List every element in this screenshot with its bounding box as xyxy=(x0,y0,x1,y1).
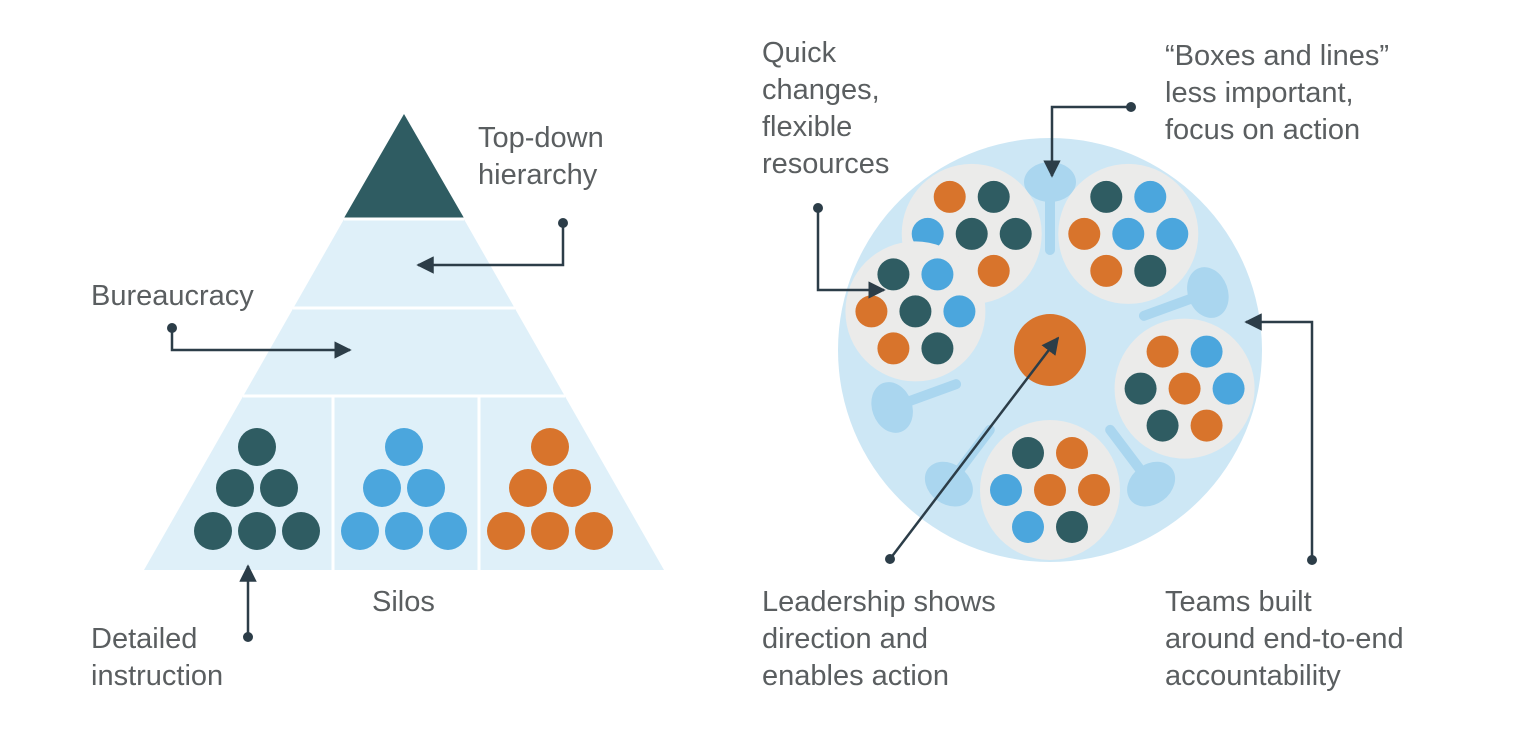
team-pods xyxy=(845,163,1255,560)
network-link xyxy=(1138,267,1229,321)
team-member-dot xyxy=(531,428,569,466)
team-member-dot xyxy=(385,512,423,550)
team-member-dot xyxy=(429,512,467,550)
team-member-dot xyxy=(487,512,525,550)
team-member-dot xyxy=(1034,474,1066,506)
boxes-lines-arrow xyxy=(1043,102,1136,178)
detailed-instruction-arrow xyxy=(239,564,257,642)
silo-team-1 xyxy=(194,428,320,550)
team-member-dot xyxy=(216,469,254,507)
pyramid-apex xyxy=(344,114,464,218)
team-member-dot xyxy=(877,332,910,365)
team-member-dot xyxy=(977,180,1010,213)
team-member-dot xyxy=(238,428,276,466)
label-bureaucracy: Bureaucracy xyxy=(91,280,254,312)
team-member-dot xyxy=(921,332,954,365)
label-teams-built: Teams built around end-to-end accountabi… xyxy=(1165,586,1404,692)
leadership-arrow xyxy=(885,336,1060,564)
team-member-dot xyxy=(977,254,1010,287)
team-member-dot xyxy=(990,474,1022,506)
team-member-dot xyxy=(1124,372,1157,405)
team-pod-4 xyxy=(1114,318,1255,459)
team-member-dot xyxy=(553,469,591,507)
team-member-dot xyxy=(855,295,888,328)
silo-teams xyxy=(194,428,613,550)
teams-arrow xyxy=(1244,313,1317,565)
network-link xyxy=(871,379,962,433)
team-member-dot xyxy=(1212,372,1245,405)
team-member-dot xyxy=(1090,254,1123,287)
label-silos: Silos xyxy=(372,586,435,618)
team-member-dot xyxy=(363,469,401,507)
hierarchy-pyramid xyxy=(144,114,664,572)
team-member-dot xyxy=(899,295,932,328)
team-member-dot xyxy=(194,512,232,550)
team-pod-3 xyxy=(845,241,986,382)
top-down-arrow xyxy=(416,218,568,274)
team-member-dot xyxy=(531,512,569,550)
team-member-dot xyxy=(509,469,547,507)
team-member-dot xyxy=(407,469,445,507)
team-member-dot xyxy=(1012,511,1044,543)
label-quick-changes: Quick changes, flexible resources xyxy=(762,37,890,180)
bureaucracy-arrow xyxy=(167,323,352,359)
team-member-dot xyxy=(943,295,976,328)
label-detailed-instruction: Detailed instruction xyxy=(91,623,224,692)
team-member-dot xyxy=(1090,180,1123,213)
quick-changes-arrow xyxy=(813,203,886,299)
team-member-dot xyxy=(1190,409,1223,442)
team-member-dot xyxy=(385,428,423,466)
network-connectors xyxy=(871,162,1229,507)
team-pod-2 xyxy=(1058,163,1199,304)
team-member-dot xyxy=(955,217,988,250)
network-link xyxy=(1105,424,1176,507)
team-member-dot xyxy=(1134,180,1167,213)
team-member-dot xyxy=(1156,217,1189,250)
team-member-dot xyxy=(1146,335,1179,368)
team-member-dot xyxy=(1190,335,1223,368)
team-member-dot xyxy=(1112,217,1145,250)
team-member-dot xyxy=(921,258,954,291)
team-member-dot xyxy=(1056,437,1088,469)
team-member-dot xyxy=(1056,511,1088,543)
team-member-dot xyxy=(877,258,910,291)
network-link xyxy=(1024,162,1076,255)
team-member-dot xyxy=(238,512,276,550)
label-leadership: Leadership shows direction and enables a… xyxy=(762,586,996,692)
team-member-dot xyxy=(1078,474,1110,506)
team-member-dot xyxy=(1068,217,1101,250)
team-member-dot xyxy=(1012,437,1044,469)
label-boxes-and-lines: “Boxes and lines” less important, focus … xyxy=(1165,40,1390,146)
silo-team-3 xyxy=(487,428,613,550)
team-member-dot xyxy=(575,512,613,550)
team-member-dot xyxy=(260,469,298,507)
silo-team-2 xyxy=(341,428,467,550)
team-member-dot xyxy=(1146,409,1179,442)
team-member-dot xyxy=(341,512,379,550)
team-member-dot xyxy=(282,512,320,550)
team-member-dot xyxy=(933,180,966,213)
team-member-dot xyxy=(1168,372,1201,405)
label-top-down-hierarchy: Top-down hierarchy xyxy=(478,122,604,191)
team-member-dot xyxy=(1134,254,1167,287)
team-member-dot xyxy=(999,217,1032,250)
team-pod-5 xyxy=(980,420,1120,560)
